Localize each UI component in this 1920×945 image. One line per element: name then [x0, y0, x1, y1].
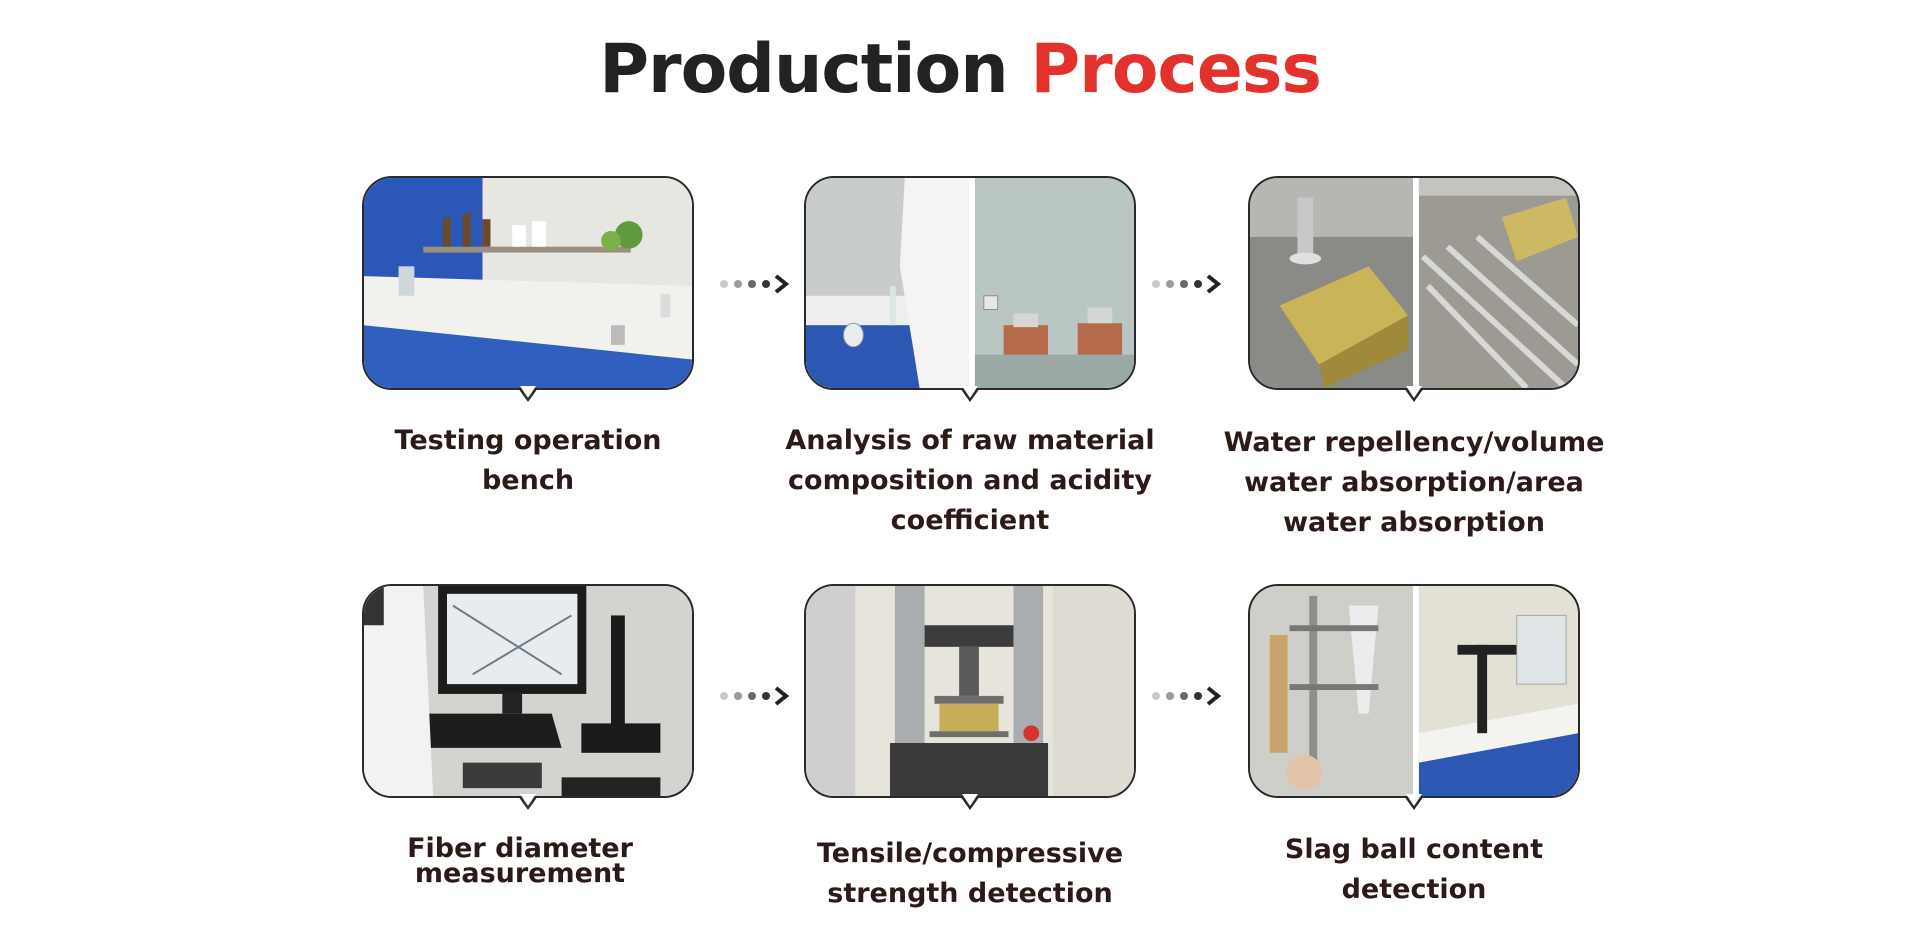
dotted-arrow-icon: [1152, 686, 1222, 706]
title-part-1: Production: [599, 30, 1008, 109]
callout-pointer: [518, 794, 538, 810]
tensile-testing-machine-photo: [804, 584, 1136, 798]
step-card-slag-ball: [1248, 584, 1580, 810]
callout-pointer: [1404, 386, 1424, 402]
step-caption: Water repellency/volume water absorption…: [1223, 427, 1605, 538]
callout-pointer: [960, 386, 980, 402]
lab-bench-photo: [362, 176, 694, 390]
step-caption: Tensile/compressive strength detection: [816, 838, 1124, 909]
title-part-2: Process: [1030, 30, 1321, 109]
microscope-measurement-photo: [362, 584, 694, 798]
callout-pointer: [960, 794, 980, 810]
step-caption: Testing operation bench: [394, 425, 662, 496]
page-title: Production Process: [0, 30, 1920, 109]
dotted-arrow-icon: [720, 274, 790, 294]
dotted-arrow-icon: [1152, 274, 1222, 294]
step-card-water-repellency: [1248, 176, 1580, 402]
step-card-testing-bench: [362, 176, 694, 402]
step-caption: Slag ball content detection: [1284, 834, 1544, 905]
dotted-arrow-icon: [720, 686, 790, 706]
step-caption: Fiber diameter measurement: [407, 833, 633, 889]
callout-pointer: [1404, 794, 1424, 810]
callout-pointer: [518, 386, 538, 402]
step-caption: Analysis of raw material composition and…: [785, 425, 1155, 536]
step-card-fiber-diameter: [362, 584, 694, 810]
step-card-tensile-strength: [804, 584, 1136, 810]
slag-ball-apparatus-photo: [1248, 584, 1580, 798]
chemical-analysis-photo: [804, 176, 1136, 390]
step-card-raw-material-analysis: [804, 176, 1136, 402]
water-absorption-photo: [1248, 176, 1580, 390]
